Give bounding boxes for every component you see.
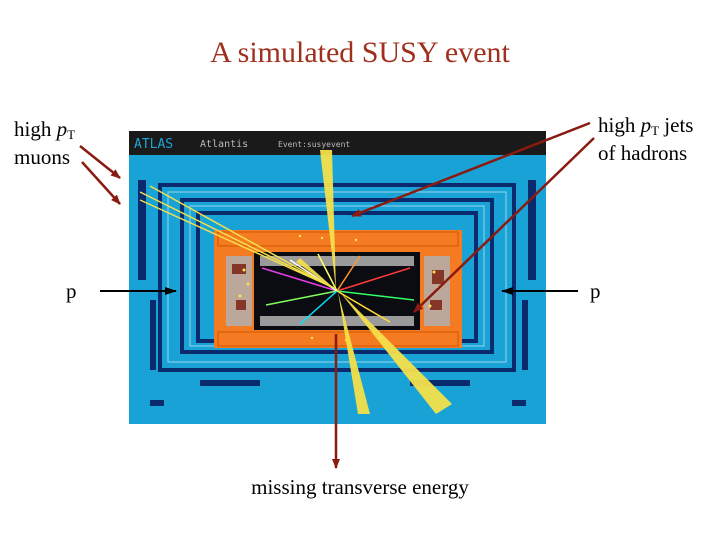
display-header-bar: [129, 131, 546, 155]
muons-high-text: high: [14, 117, 52, 141]
arrow-jet-2: [413, 137, 595, 313]
jets-rest-text: jets: [659, 113, 694, 137]
jets-p-text: p: [640, 113, 652, 137]
arrow-muon-2: [81, 161, 121, 205]
arrow-muon-1: [79, 145, 121, 179]
annotation-arrows: [79, 121, 595, 469]
muons-sub-text: T: [67, 127, 76, 142]
label-proton-right: p: [590, 279, 601, 303]
label-high-pt-jets: high pT jets of hadrons: [598, 114, 693, 165]
arrow-jet-1: [351, 121, 591, 218]
slide-title: A simulated SUSY event: [210, 36, 510, 69]
atlas-event-display: ATLAS Atlantis Event:susyevent: [129, 131, 546, 424]
jets-high-text: high: [598, 113, 636, 137]
event-name-label: Event:susyevent: [278, 140, 350, 149]
atlantis-label: Atlantis: [200, 139, 248, 150]
muons-line2-text: muons: [14, 145, 71, 169]
barrel-bottom: [260, 316, 414, 326]
muons-p-text: p: [56, 117, 68, 141]
atlas-logo: ATLAS: [134, 137, 173, 152]
jets-line2-text: of hadrons: [598, 141, 688, 165]
barrel-top: [260, 256, 414, 266]
muon-tracks: [139, 185, 335, 289]
label-proton-left: p: [66, 279, 77, 303]
jets-sub-text: T: [651, 123, 660, 138]
label-high-pt-muons: high pT muons: [14, 118, 75, 169]
jet-cones: [296, 150, 452, 414]
end-cap-chambers: [138, 180, 536, 406]
label-missing-transverse-energy: missing transverse energy: [251, 475, 469, 499]
